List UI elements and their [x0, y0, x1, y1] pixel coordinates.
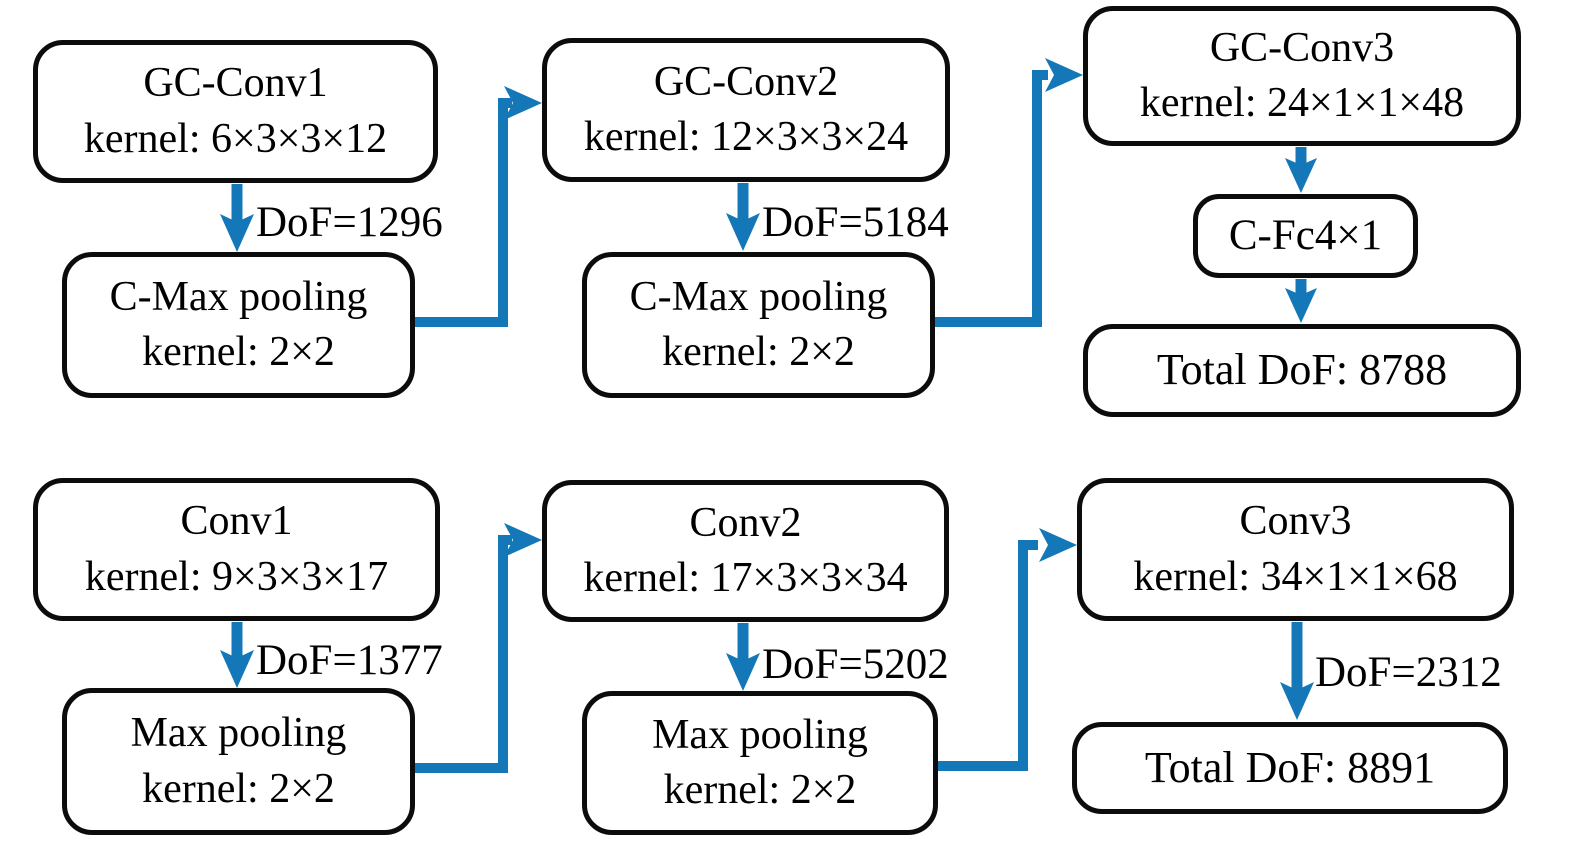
- node-title: Max pooling: [130, 710, 347, 757]
- node-kernel: kernel: 6×3×3×12: [83, 115, 388, 162]
- node-conv2: Conv2 kernel: 17×3×3×34: [542, 480, 949, 622]
- node-c-max-pooling-1: C-Max pooling kernel: 2×2: [62, 252, 415, 398]
- arrow-conv1-to-pool: [220, 622, 254, 688]
- node-title: Total DoF: 8891: [1144, 742, 1436, 792]
- node-title: C-Fc4×1: [1228, 211, 1383, 259]
- node-kernel: kernel: 24×1×1×48: [1139, 80, 1465, 126]
- arrow-gcconv1-to-pool: [220, 184, 254, 252]
- node-title: Max pooling: [652, 711, 868, 758]
- node-kernel: kernel: 2×2: [663, 767, 857, 813]
- arrow-gcpool2-to-gcconv3: [933, 58, 1083, 327]
- node-conv1: Conv1 kernel: 9×3×3×17: [33, 478, 440, 621]
- arrow-conv2-to-pool: [726, 623, 760, 691]
- dof-label-std1: DoF=1377: [256, 637, 443, 684]
- node-title: Conv2: [689, 499, 802, 546]
- arrow-pool2-to-conv3: [936, 528, 1077, 771]
- arrow-fc-to-total: [1285, 279, 1317, 323]
- node-title: GC-Conv3: [1209, 24, 1395, 71]
- node-gc-conv2: GC-Conv2 kernel: 12×3×3×24: [542, 38, 950, 182]
- node-kernel: kernel: 17×3×3×34: [583, 555, 908, 601]
- node-conv3: Conv3 kernel: 34×1×1×68: [1077, 478, 1514, 621]
- node-conv-total-dof: Total DoF: 8891: [1072, 722, 1508, 814]
- node-gc-total-dof: Total DoF: 8788: [1083, 324, 1521, 417]
- node-title: GC-Conv2: [653, 58, 839, 105]
- node-kernel: kernel: 9×3×3×17: [84, 553, 389, 600]
- dof-label-std3: DoF=2312: [1315, 649, 1502, 696]
- node-gc-conv1: GC-Conv1 kernel: 6×3×3×12: [33, 40, 438, 183]
- arrow-gcpool1-to-gcconv2: [413, 86, 542, 327]
- node-kernel: kernel: 34×1×1×68: [1133, 553, 1458, 600]
- node-title: C-Max pooling: [629, 273, 888, 320]
- dof-label-gc2: DoF=5184: [762, 199, 949, 246]
- node-gc-conv3: GC-Conv3 kernel: 24×1×1×48: [1083, 6, 1521, 146]
- node-kernel: kernel: 2×2: [142, 329, 335, 375]
- node-max-pooling-2: Max pooling kernel: 2×2: [582, 691, 938, 835]
- node-max-pooling-1: Max pooling kernel: 2×2: [62, 688, 415, 835]
- arrow-conv3-to-total: [1280, 622, 1314, 720]
- arrow-gcconv3-to-fc: [1285, 147, 1317, 193]
- node-title: Conv1: [180, 498, 293, 545]
- node-kernel: kernel: 12×3×3×24: [583, 114, 909, 160]
- node-title: GC-Conv1: [143, 60, 328, 107]
- node-c-max-pooling-2: C-Max pooling kernel: 2×2: [582, 252, 935, 398]
- node-kernel: kernel: 2×2: [662, 329, 855, 375]
- node-title: C-Max pooling: [109, 273, 368, 320]
- arrow-pool1-to-conv2: [413, 523, 542, 773]
- node-kernel: kernel: 2×2: [142, 765, 335, 812]
- dof-label-std2: DoF=5202: [762, 641, 949, 688]
- node-title: Total DoF: 8788: [1156, 345, 1448, 395]
- dof-label-gc1: DoF=1296: [256, 199, 443, 246]
- node-title: Conv3: [1239, 498, 1352, 545]
- node-c-fc: C-Fc4×1: [1193, 194, 1418, 278]
- arrow-gcconv2-to-pool: [726, 183, 760, 251]
